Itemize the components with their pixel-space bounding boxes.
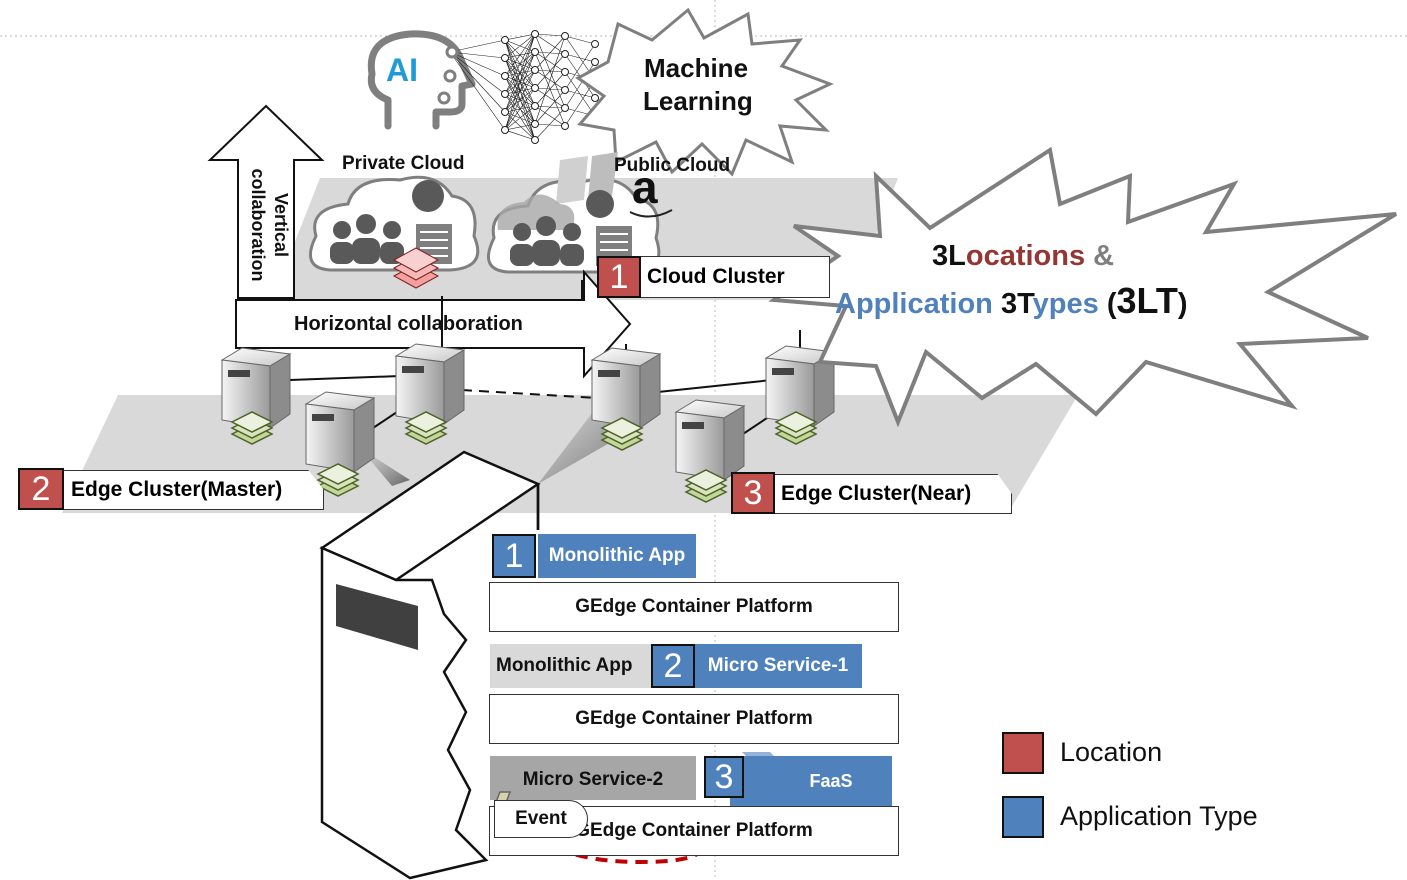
edge-near-label: Edge Cluster(Near) [781,482,972,505]
micro-service-1-box: Micro Service-1 [694,644,862,688]
platform-label-2: GEdge Container Platform [575,708,813,729]
callout-num-3-a: 3 [932,240,949,272]
horizontal-collaboration-arrow [235,269,632,379]
vertical-label-line2: collaboration [248,168,268,282]
ml-burst [575,7,834,177]
neural-network-icon [437,30,599,144]
public-cloud-icon [486,152,673,274]
platform-label-1: GEdge Container Platform [575,596,813,617]
edge-near-tag: Edge Cluster(Near) [772,474,1012,514]
cloud-cluster-label: Cloud Cluster [647,265,785,288]
callout-3lt: 3LT [1116,280,1178,321]
callout-application: Application [835,288,993,320]
3lt-burst [768,146,1398,428]
monolithic-app-type-box: Monolithic App [538,534,696,578]
edge-master-label: Edge Cluster(Master) [71,478,283,501]
callout-ocations: ocations [965,240,1086,272]
machine-learning-line1: Machine [644,53,749,83]
amazon-logo-letter: a [632,161,658,213]
cloud-cluster-tag: Cloud Cluster [640,256,830,298]
legend-location-swatch [1002,732,1044,774]
location-3-badge: 3 [731,472,775,514]
legend-location-label: Location [1060,737,1163,767]
big-server-tower [319,450,541,880]
micro-service-1-label: Micro Service-1 [707,655,849,676]
machine-learning-line2: Learning [643,86,753,116]
micro-service-2-box [490,756,696,800]
faas-box: FaaS [730,756,892,806]
legend-app-type-label: Application Type [1060,801,1258,831]
micro-service-2-label-box: Micro Service-2 [490,760,696,800]
platform-box-1: GEdge Container Platform [489,582,899,632]
legend-app-type-swatch [1002,796,1044,838]
3lt-line2: Application 3Types (3LT) [835,280,1188,322]
callout-l: L [948,240,966,272]
public-cloud-label: Public Cloud [614,155,731,176]
edge-master-tag: Edge Cluster(Master) [62,470,324,510]
micro-service-2-label: Micro Service-2 [522,769,664,790]
horizontal-collaboration-label: Horizontal collaboration [294,313,523,335]
3lt-line1: 3Locations & [932,240,1114,273]
private-cloud-icon [308,175,480,289]
location-1-badge: 1 [597,256,641,298]
app-type-3-badge: 3 [704,756,744,798]
faas-label: FaaS [809,770,853,791]
platform-label-3: GEdge Container Platform [575,820,813,841]
callout-ypes: ypes [1032,288,1099,320]
platform-box-2: GEdge Container Platform [489,694,899,744]
mono-app-gray-box [490,644,656,688]
vertical-collaboration-label: Vertical collaboration [240,156,292,294]
callout-num-3-b: 3 [1000,288,1018,320]
callout-paren-open: ( [1106,288,1117,320]
vertical-collaboration-arrow [207,104,325,299]
callout-amp: & [1093,240,1115,272]
event-bubble: Event [494,800,588,838]
event-label: Event [515,808,567,829]
legend-item-app-type: Application Type [1002,796,1302,840]
mono-app-label-box: Monolithic App [490,644,650,688]
private-cloud-label: Private Cloud [342,153,465,174]
mono-app-label: Monolithic App [496,655,633,676]
app-type-1-badge: 1 [492,534,536,578]
vertical-label-line1: Vertical [271,192,291,258]
pink-layer-stack-icon [392,247,440,289]
app-type-2-badge: 2 [651,644,695,688]
ai-text: AI [386,52,418,88]
callout-t: T [1017,288,1033,320]
ai-head-icon [367,30,476,130]
monolithic-app-type-label: Monolithic App [548,545,686,566]
callout-paren-close: ) [1177,288,1188,320]
location-2-badge: 2 [18,468,64,510]
legend-item-location: Location [1002,732,1302,776]
